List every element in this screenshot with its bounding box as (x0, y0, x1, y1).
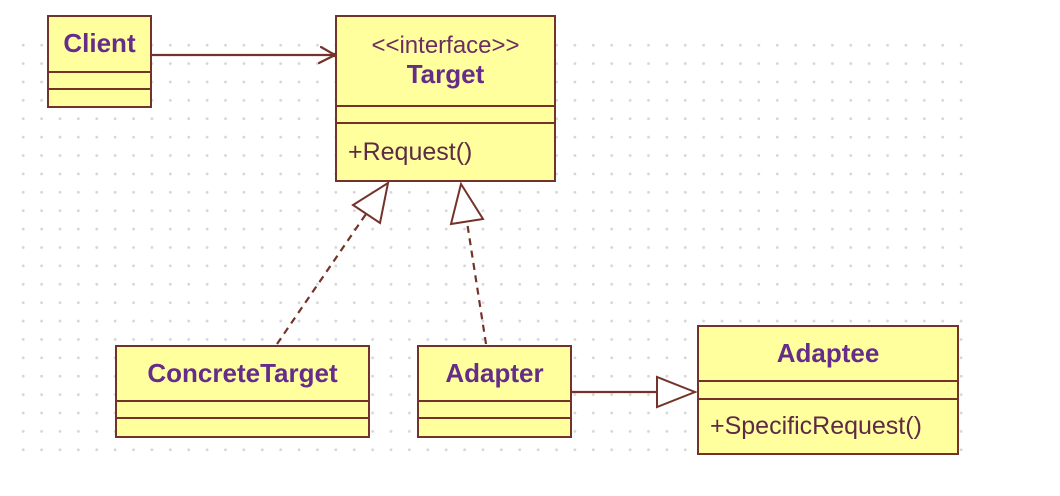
class-box-client: Client (47, 15, 152, 108)
attributes-compartment (419, 400, 570, 417)
attributes-compartment (337, 105, 554, 122)
class-name: Client (63, 28, 136, 59)
class-header: <<interface>> Target (337, 17, 554, 105)
stereotype-label: <<interface>> (371, 32, 520, 60)
class-name: ConcreteTarget (147, 357, 338, 388)
attributes-compartment (49, 71, 150, 88)
methods-compartment (419, 417, 570, 436)
methods-compartment (49, 88, 150, 106)
method-label: +Request() (348, 137, 473, 166)
methods-compartment: +SpecificRequest() (699, 398, 957, 453)
class-name: Target (406, 58, 485, 89)
class-box-adapter: Adapter (417, 345, 572, 438)
class-box-adaptee: Adaptee +SpecificRequest() (697, 325, 959, 455)
methods-compartment: +Request() (337, 122, 554, 180)
class-name: Adapter (445, 357, 544, 388)
method-label: +SpecificRequest() (710, 412, 922, 440)
class-name: Adaptee (776, 337, 880, 368)
class-box-target: <<interface>> Target +Request() (335, 15, 556, 182)
methods-compartment (117, 417, 368, 436)
class-box-concretetarget: ConcreteTarget (115, 345, 370, 438)
attributes-compartment (117, 400, 368, 417)
attributes-compartment (699, 380, 957, 398)
